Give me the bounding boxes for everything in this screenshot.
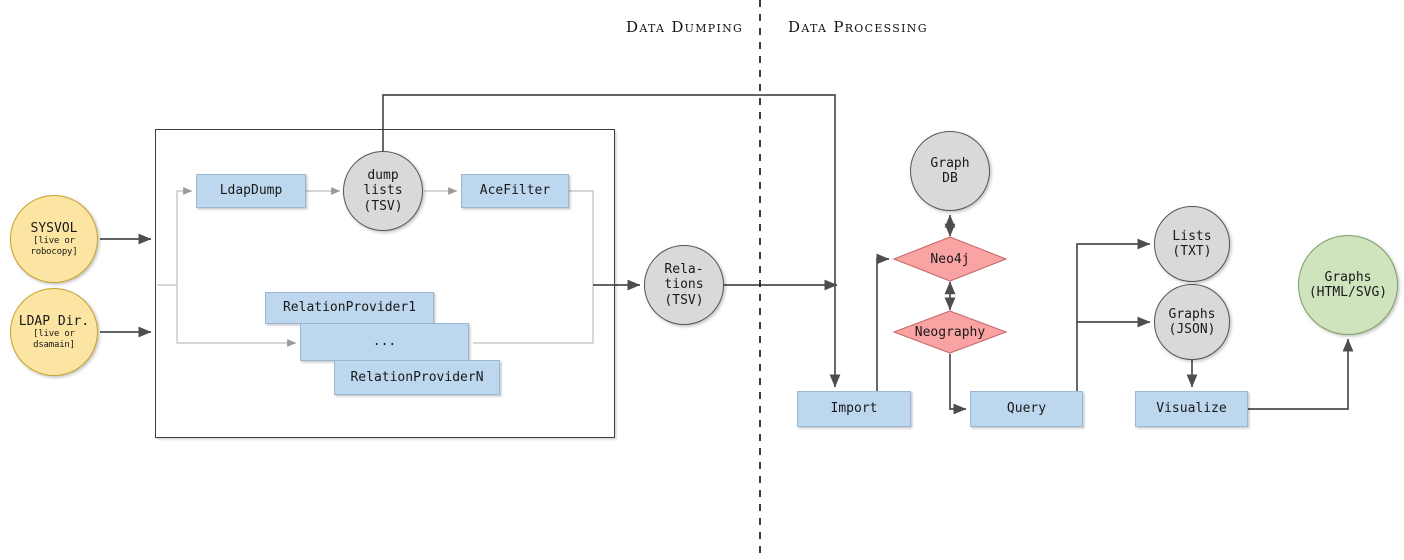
decision-shape bbox=[892, 310, 1008, 354]
process-label: AceFilter bbox=[479, 183, 551, 199]
process-label: RelationProvider1 bbox=[282, 300, 417, 316]
source-label: LDAP Dir. bbox=[18, 313, 90, 329]
source-ldap-dir[interactable]: LDAP Dir.[live or dsamain] bbox=[10, 288, 98, 376]
edge-acefilter-to-right-trunk bbox=[473, 190, 594, 344]
artifact-graphs-out[interactable]: Graphs(HTML/SVG) bbox=[1298, 235, 1398, 335]
process-label: LdapDump bbox=[219, 183, 283, 199]
artifact-label-line: dump bbox=[367, 168, 399, 183]
edge-container-left-trunk bbox=[157, 187, 193, 286]
process-relationprovidern[interactable]: RelationProviderN bbox=[334, 360, 500, 395]
artifact-label-line: Lists bbox=[1172, 228, 1212, 244]
edge-dumplists-up-to-import bbox=[382, 94, 841, 388]
artifact-label-line: Rela- bbox=[664, 262, 704, 277]
process-import[interactable]: Import bbox=[797, 391, 911, 427]
source-sublabel: [live or robocopy] bbox=[30, 236, 78, 257]
artifact-label-line: Graphs bbox=[1324, 269, 1372, 285]
artifact-label-line: (JSON) bbox=[1168, 322, 1216, 337]
decision-shape bbox=[892, 236, 1008, 282]
process-label: Query bbox=[1006, 401, 1047, 417]
process-relationprovider-n[interactable]: ... bbox=[300, 323, 469, 361]
edge-neography-to-query bbox=[949, 354, 967, 415]
source-sysvol[interactable]: SYSVOL[live or robocopy] bbox=[10, 195, 98, 283]
artifact-label-line: (TSV) bbox=[664, 292, 704, 308]
process-label: Import bbox=[830, 401, 878, 417]
artifact-label-line: Graph bbox=[930, 155, 970, 171]
decision-label: Neography bbox=[914, 324, 986, 340]
artifact-label-line: (HTML/SVG) bbox=[1308, 285, 1388, 300]
decision-label: Neo4j bbox=[930, 251, 970, 267]
process-acefilter[interactable]: AceFilter bbox=[461, 174, 569, 208]
decision-neography[interactable]: Neography bbox=[892, 310, 1008, 354]
process-label: Visualize bbox=[1156, 401, 1227, 417]
decision-neo4j[interactable]: Neo4j bbox=[892, 236, 1008, 282]
edge-query-to-lists bbox=[1076, 238, 1151, 391]
process-query[interactable]: Query bbox=[970, 391, 1083, 427]
edge-trunk-down-to-providers bbox=[176, 285, 297, 347]
artifact-label-line: (TSV) bbox=[363, 198, 403, 214]
edge-import-to-neo4j bbox=[876, 253, 890, 391]
process-ldapdump[interactable]: LdapDump bbox=[196, 174, 306, 208]
artifact-label-line: lists bbox=[363, 183, 403, 199]
source-label: SYSVOL bbox=[30, 220, 78, 236]
process-label: ... bbox=[372, 334, 397, 350]
artifact-label-line: (TXT) bbox=[1172, 244, 1212, 259]
source-sublabel: [live or dsamain] bbox=[33, 329, 75, 350]
edge-visualize-to-graphsout bbox=[1248, 338, 1354, 410]
artifact-label-line: DB bbox=[942, 171, 958, 186]
caption-data-dumping: Data Dumping bbox=[626, 18, 744, 36]
artifact-label-line: tions bbox=[664, 277, 704, 293]
process-relationprovider1[interactable]: RelationProvider1 bbox=[265, 292, 434, 324]
artifact-relations[interactable]: Rela-tions(TSV) bbox=[644, 245, 724, 325]
artifact-label-line: Graphs bbox=[1168, 306, 1216, 322]
artifact-graphs-json[interactable]: Graphs(JSON) bbox=[1154, 284, 1230, 360]
artifact-lists-txt[interactable]: Lists(TXT) bbox=[1154, 206, 1230, 282]
caption-data-processing: Data Processing bbox=[788, 18, 928, 36]
data-dumping-container bbox=[155, 129, 615, 438]
process-visualize[interactable]: Visualize bbox=[1135, 391, 1248, 427]
process-label: RelationProviderN bbox=[350, 369, 484, 385]
